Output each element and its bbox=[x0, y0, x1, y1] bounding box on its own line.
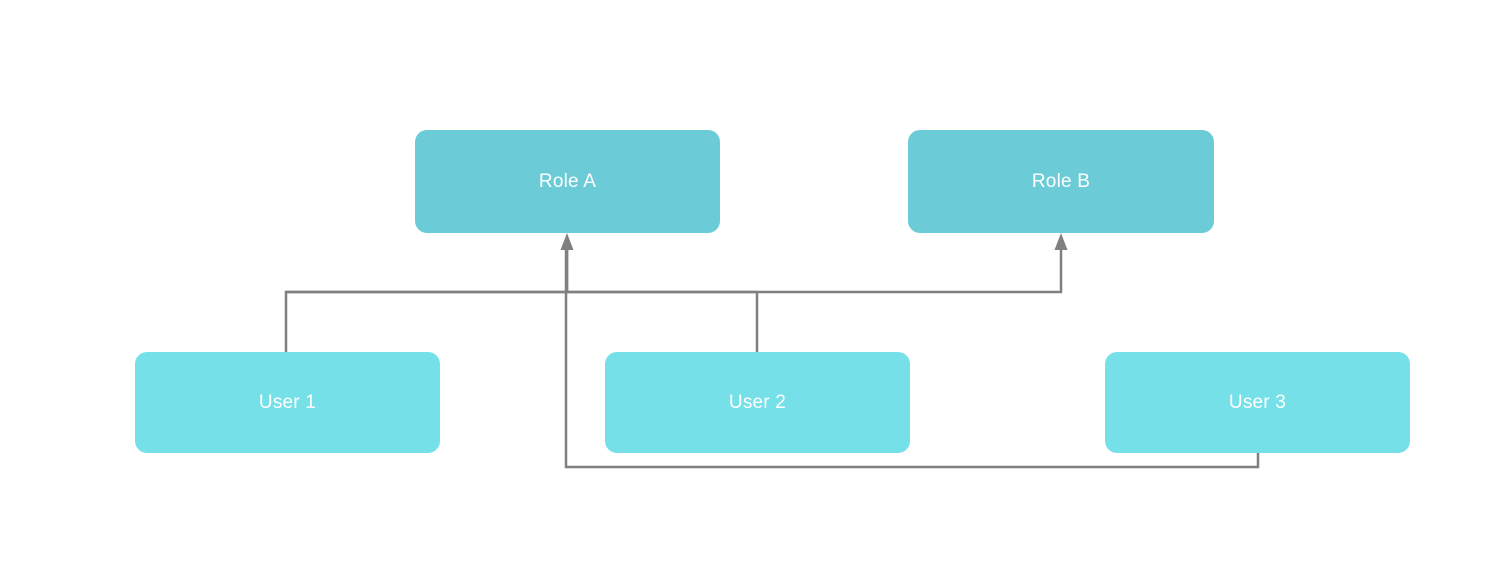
role-node-role-b[interactable]: Role B bbox=[908, 130, 1214, 233]
node-label: Role B bbox=[1031, 171, 1091, 192]
user-node-user-2[interactable]: User 2 bbox=[605, 352, 910, 453]
user-node-user-3[interactable]: User 3 bbox=[1105, 352, 1410, 453]
arrowheads-group bbox=[560, 233, 1068, 250]
edge-arrowhead-icon bbox=[1054, 233, 1068, 250]
edge-connector bbox=[565, 248, 759, 352]
edge-connector bbox=[286, 248, 1063, 294]
node-label: User 2 bbox=[728, 392, 787, 413]
role-node-role-a[interactable]: Role A bbox=[415, 130, 720, 233]
node-label: Role A bbox=[538, 171, 597, 192]
edge-arrowhead-icon bbox=[560, 233, 574, 250]
edge-connector bbox=[284, 248, 569, 352]
user-node-user-1[interactable]: User 1 bbox=[135, 352, 440, 453]
node-label: User 3 bbox=[1228, 392, 1287, 413]
node-label: User 1 bbox=[258, 392, 317, 413]
